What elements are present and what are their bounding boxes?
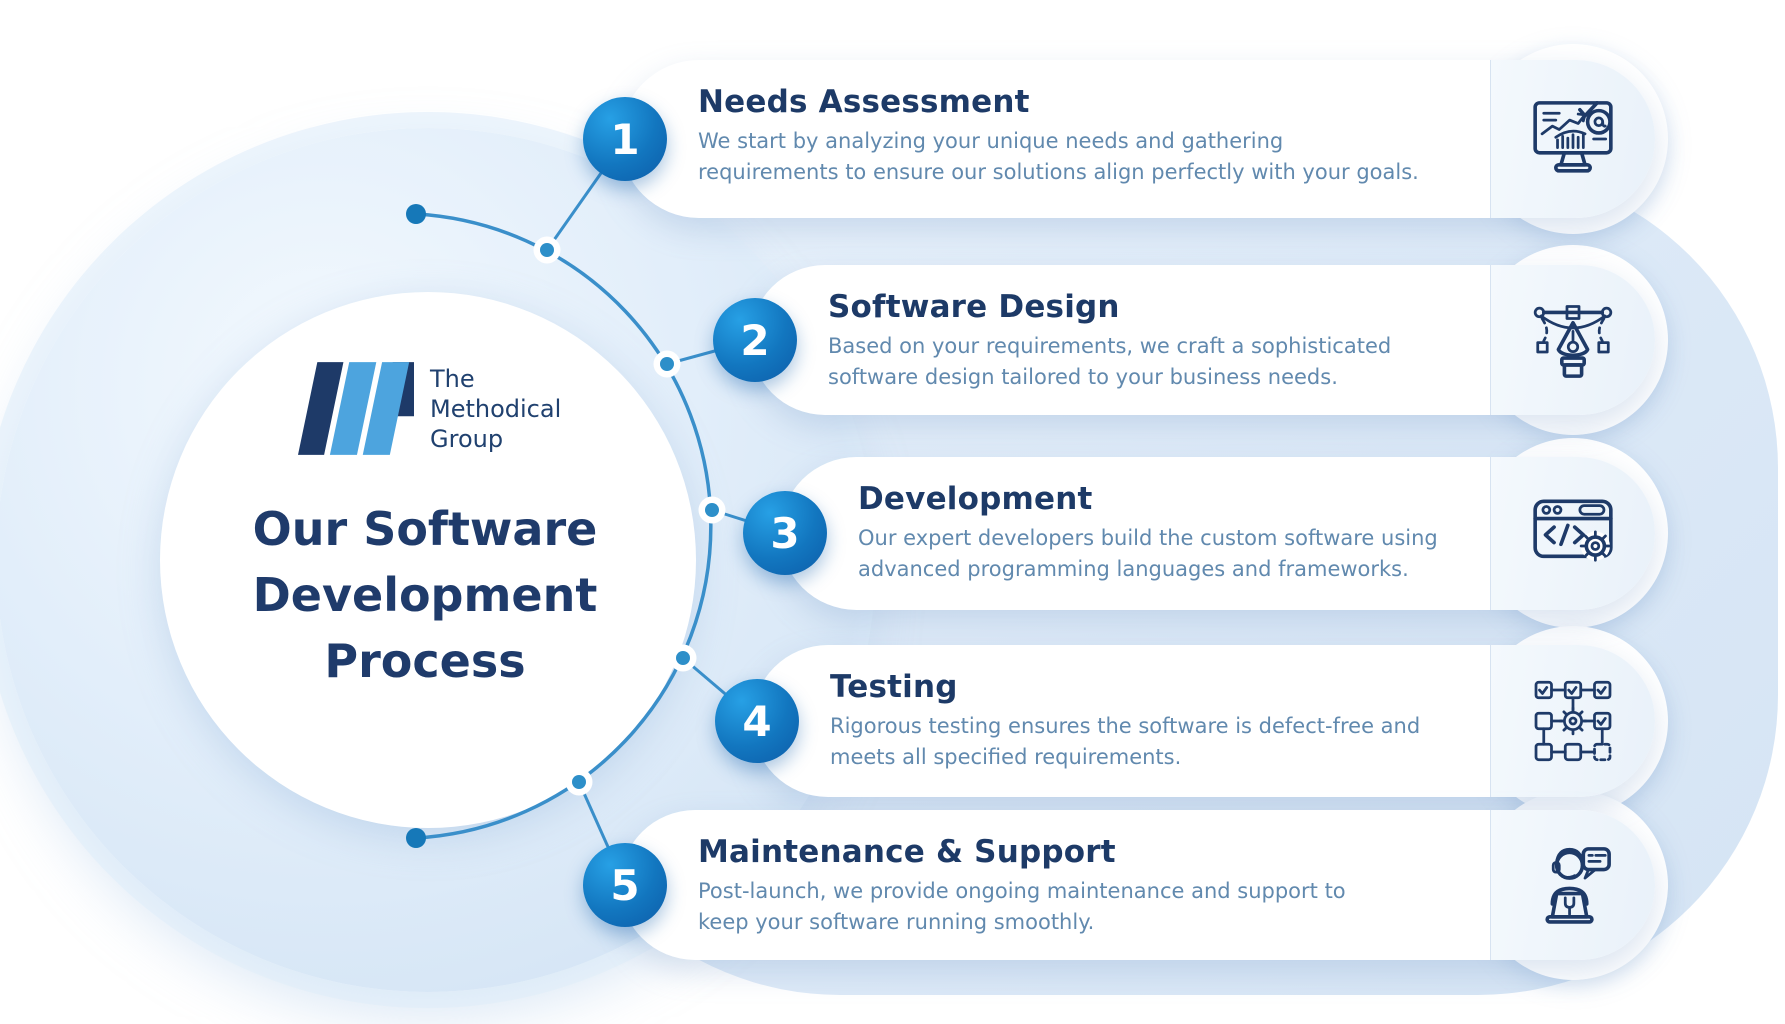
- pen-tool-icon: [1533, 305, 1613, 378]
- step-title: Maintenance & Support: [698, 834, 1116, 870]
- arc-end-dot: [406, 204, 426, 224]
- support-agent-icon: [1545, 847, 1611, 924]
- company-logo: The Methodical Group: [298, 360, 561, 457]
- step-description: Our expert developers build the custom s…: [858, 526, 1438, 581]
- step-title: Testing: [830, 669, 958, 705]
- arc-node-dots: [533, 236, 726, 796]
- step-number-badge: 2: [713, 298, 797, 382]
- step-card-development: Development Our expert developers build …: [780, 457, 1655, 610]
- step-description: We start by analyzing your unique needs …: [698, 129, 1419, 184]
- step-card-maintenance-support: Maintenance & Support Post-launch, we pr…: [620, 810, 1655, 960]
- step-description: Post-launch, we provide ongoing maintena…: [698, 879, 1346, 934]
- step-card-software-design: Software Design Based on your requiremen…: [750, 265, 1655, 415]
- testing-flowchart-icon: [1534, 680, 1612, 762]
- step-number-badge: 3: [743, 491, 827, 575]
- step-description: Based on your requirements, we craft a s…: [828, 334, 1392, 389]
- page-title: Our Software Development Process: [252, 502, 598, 688]
- step-number-badge: 1: [583, 97, 667, 181]
- code-browser-icon: [1533, 499, 1613, 562]
- step-title: Needs Assessment: [698, 84, 1030, 120]
- monitor-analytics-icon: [1533, 101, 1613, 173]
- step-number-badge: 4: [715, 679, 799, 763]
- step-icon-section: [1490, 810, 1655, 960]
- step-title: Software Design: [828, 289, 1120, 325]
- step-card-testing: Testing Rigorous testing ensures the sof…: [752, 645, 1655, 797]
- step-title: Development: [858, 481, 1093, 517]
- step-number-badge: 5: [583, 843, 667, 927]
- logo-wordmark: The Methodical Group: [430, 364, 562, 453]
- step-description: Rigorous testing ensures the software is…: [830, 714, 1421, 769]
- step-icon-section: [1490, 265, 1655, 415]
- step-icon-section: [1490, 60, 1655, 218]
- step-card-needs-assessment: Needs Assessment We start by analyzing y…: [620, 60, 1655, 218]
- methodical-group-logo-icon: [298, 362, 414, 455]
- step-icon-section: [1490, 645, 1655, 797]
- arc-end-dot: [406, 828, 426, 848]
- step-icon-section: [1490, 457, 1655, 610]
- center-white-circle: [160, 292, 696, 828]
